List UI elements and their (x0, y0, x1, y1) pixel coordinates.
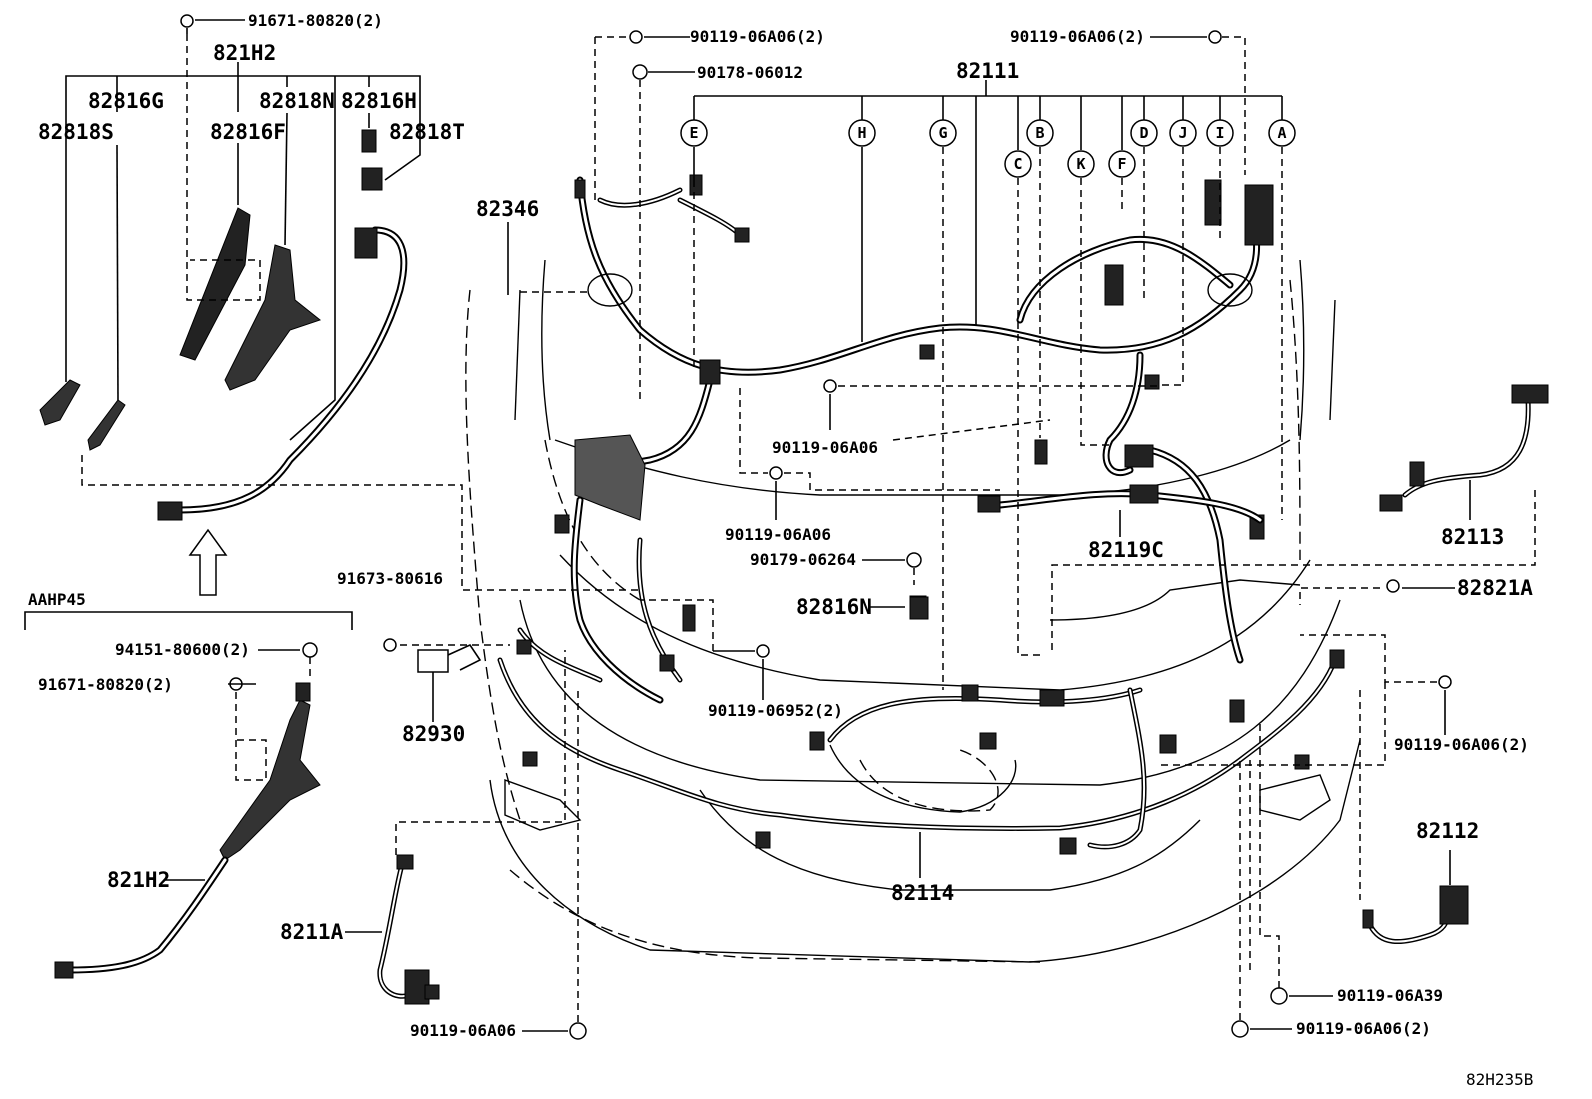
label-91671-80820-low: 91671-80820(2) (38, 675, 173, 694)
variant-bracket (24, 611, 353, 630)
label-90119-06A06-right: 90119-06A06(2) (1394, 735, 1529, 754)
label-82818N: 82818N (259, 89, 335, 113)
branch-letter-G: G (938, 124, 947, 142)
drawing-code: 82H235B (1466, 1070, 1533, 1089)
label-8211A: 8211A (280, 920, 344, 944)
label-90119-06952: 90119-06952(2) (708, 701, 843, 720)
bolt-icon (302, 642, 318, 658)
label-90119-06A39: 90119-06A39 (1337, 986, 1443, 1005)
label-82114: 82114 (891, 881, 954, 905)
label-90119-06A06-top-right: 90119-06A06(2) (1010, 27, 1145, 46)
detail-821H2-top (39, 129, 408, 521)
branch-letter-B: B (1035, 124, 1044, 142)
clip-icon (906, 552, 922, 568)
branch-markers: E H G C B K F D J I A (680, 119, 1296, 178)
branch-letter-I: I (1215, 124, 1224, 142)
bolt-icon (769, 466, 783, 480)
clip-icon (632, 64, 648, 80)
label-82930: 82930 (402, 722, 465, 746)
bolt-icon (1270, 987, 1288, 1005)
label-90119-06A06-top-left: 90119-06A06(2) (690, 27, 825, 46)
branch-letter-K: K (1076, 155, 1085, 173)
harness-82112 (1362, 885, 1469, 945)
label-91673-80616: 91673-80616 (337, 569, 443, 588)
label-94151-80600: 94151-80600(2) (115, 640, 250, 659)
bolt-icon (383, 638, 397, 652)
label-90179-06264: 90179-06264 (750, 550, 856, 569)
branch-letter-J: J (1178, 124, 1187, 142)
branch-letter-H: H (857, 124, 866, 142)
label-82113: 82113 (1441, 525, 1504, 549)
harness-82119C (977, 484, 1264, 524)
label-90119-06A06-mid1: 90119-06A06 (772, 438, 878, 457)
label-90178-06012: 90178-06012 (697, 63, 803, 82)
label-82112: 82112 (1416, 819, 1479, 843)
label-91671-80820-top: 91671-80820(2) (248, 11, 383, 30)
label-90119-06A06-mid2: 90119-06A06 (725, 525, 831, 544)
part-labels: 91671-80820(2) 821H2 82816G 82818N 82816… (28, 11, 1533, 1089)
label-82816G: 82816G (88, 89, 164, 113)
label-82818S: 82818S (38, 120, 114, 144)
harness-82114 (497, 595, 1345, 855)
label-82111: 82111 (956, 59, 1019, 83)
label-82818T: 82818T (389, 120, 465, 144)
detail-821H2-variant (54, 682, 321, 979)
branch-letter-E: E (689, 124, 698, 142)
branch-letter-D: D (1139, 124, 1148, 142)
vehicle-body-outline (465, 259, 1361, 963)
label-90119-06A06-bottom-left: 90119-06A06 (410, 1021, 516, 1040)
label-82119C: 82119C (1088, 538, 1164, 562)
label-821H2-low: 821H2 (107, 868, 170, 892)
harness-8211A (377, 854, 440, 1005)
bolt-icon (1231, 1020, 1249, 1038)
leader-lines (65, 19, 1536, 1032)
branch-letter-F: F (1117, 155, 1126, 173)
bolt-icon (569, 1022, 587, 1040)
label-variant-AAHP45: AAHP45 (28, 590, 86, 609)
bolt-icon (823, 379, 837, 393)
bolt-icon (629, 30, 643, 44)
bolt-icon (756, 644, 770, 658)
label-82816F: 82816F (210, 120, 286, 144)
bolt-icon (180, 14, 194, 28)
branch-letter-A: A (1277, 124, 1286, 142)
bolt-icon (1208, 30, 1222, 44)
left-junction-block (554, 434, 696, 704)
label-82821A: 82821A (1457, 576, 1533, 600)
arrow-up-icon (188, 528, 228, 596)
part-82930 (417, 643, 482, 673)
main-harness-82111 (574, 174, 1274, 664)
label-82816N: 82816N (796, 595, 872, 619)
fasteners (180, 14, 1452, 1040)
harness-82113 (1379, 384, 1549, 512)
label-90119-06A06-bottom-right: 90119-06A06(2) (1296, 1019, 1431, 1038)
part-82816N (909, 596, 929, 620)
bolt-icon (1386, 579, 1400, 593)
branch-letter-C: C (1013, 155, 1022, 173)
label-821H2-top: 821H2 (213, 41, 276, 65)
label-82346: 82346 (476, 197, 539, 221)
bolt-icon (1438, 675, 1452, 689)
label-82816H: 82816H (341, 89, 417, 113)
